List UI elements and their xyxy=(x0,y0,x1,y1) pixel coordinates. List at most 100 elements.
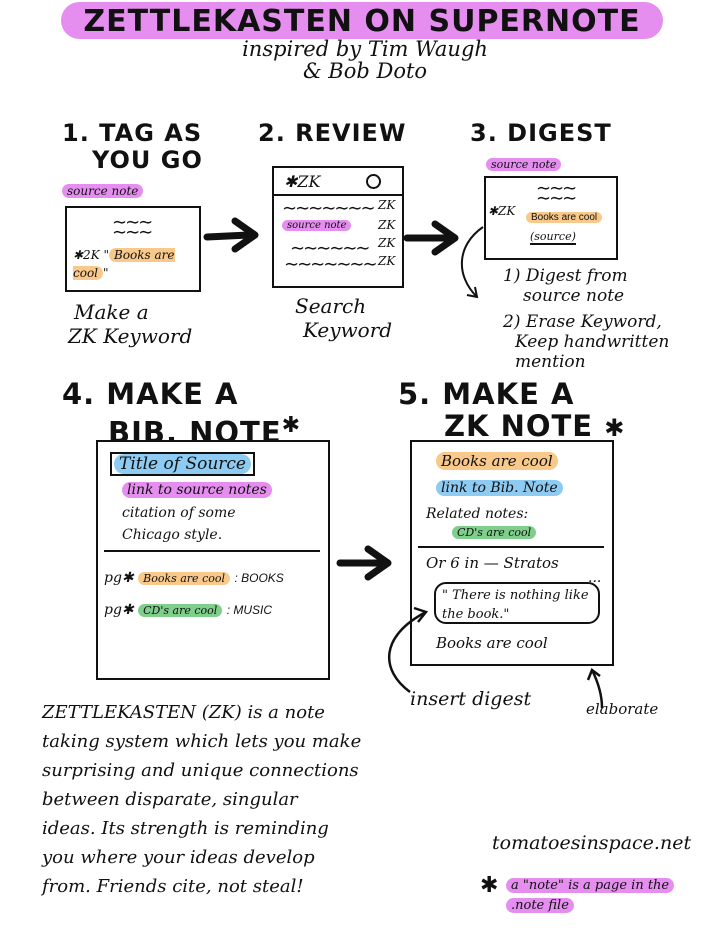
step4-link-field-text: link to source notes xyxy=(122,482,272,498)
step1-source-tag-text: source note xyxy=(62,184,144,198)
step1-heading-line1: 1. TAG AS xyxy=(62,119,203,147)
footnote-asterisk: ✱ xyxy=(480,873,499,898)
step4-heading: 4. MAKE A BIB. NOTE✱ xyxy=(62,378,301,449)
step3-mark: ✱ZK xyxy=(488,204,516,218)
step5-title-field-text: Books are cool xyxy=(436,452,558,470)
step4-row-2: pg✱ CD's are cool : MUSIC xyxy=(104,602,272,618)
step5-heading-line2: ZK NOTE ✱ xyxy=(398,410,625,444)
step4-citation-line1: citation of some xyxy=(122,505,236,521)
step1-caption-line1: Make a xyxy=(74,300,149,324)
step4-divider xyxy=(104,550,320,552)
step4-citation-line2: Chicago style. xyxy=(122,527,223,543)
arrow-right-icon xyxy=(203,217,259,253)
step2-source-tag: source note xyxy=(282,220,352,231)
step4-bib-card: Title of Source link to source notes cit… xyxy=(96,440,330,680)
description-line-1: ZETTLEKASTEN (ZK) is a note xyxy=(42,702,325,723)
step2-result-tag-1: ZK xyxy=(378,198,396,212)
step2-search-card: ✱ZK ∼∼∼∼∼∼∼ ZK source note ZK ∼∼∼∼∼∼ ZK … xyxy=(272,166,404,288)
subtitle-line2: & Bob Doto xyxy=(302,59,428,83)
step2-heading: 2. REVIEW xyxy=(258,119,407,147)
step1-note-card: ∼∼∼∼∼∼ ✱2K "Books are cool" xyxy=(65,206,201,292)
step1-source-tag: source note xyxy=(62,184,144,198)
step2-squiggle-2: ∼∼∼∼∼∼ xyxy=(290,238,370,259)
step5-related-item: CD's are cool xyxy=(452,526,537,539)
step2-search-text: ✱ZK xyxy=(284,172,321,191)
step2-source-tag-text: source note xyxy=(282,220,352,231)
step3-item2-line1: 2) Erase Keyword, xyxy=(503,312,662,332)
step3-note-card: ∼∼∼∼∼∼ Books are cool (source) xyxy=(484,176,618,260)
footnote-line2-wrap: .note file xyxy=(506,896,674,916)
step5-related-label: Related notes: xyxy=(426,506,529,522)
step5-divider xyxy=(418,546,604,548)
description-line-6: you where your ideas develop xyxy=(42,847,315,868)
step4-row1-suffix: : BOOKS xyxy=(234,571,284,585)
step2-squiggle-1: ∼∼∼∼∼∼∼ xyxy=(282,198,376,219)
step5-link-field: link to Bib. Note xyxy=(436,480,563,496)
step5-zk-card: Books are cool link to Bib. Note Related… xyxy=(410,440,614,666)
step2-result-tag-3: ZK xyxy=(378,236,396,250)
step3-item1-line1: 1) Digest from xyxy=(503,266,628,286)
arrow-right-icon xyxy=(336,545,392,581)
step2-search-divider xyxy=(274,194,402,196)
step4-asterisk: ✱ xyxy=(281,413,302,438)
step5-bottom-line: Books are cool xyxy=(436,634,548,652)
step4-row1-highlight: Books are cool xyxy=(138,572,230,585)
step1-caption-line2: ZK Keyword xyxy=(68,324,193,348)
step5-title-field: Books are cool xyxy=(436,452,558,470)
step5-asterisk: ✱ xyxy=(604,414,626,442)
description: ZETTLEKASTEN (ZK) is a note taking syste… xyxy=(42,698,412,901)
step4-heading-line1: 4. MAKE A xyxy=(62,377,239,411)
step3-item2-line2: Keep handwritten xyxy=(515,332,670,352)
subtitle: inspired by Tim Waugh & Bob Doto xyxy=(200,38,530,82)
step3-source-tag: source note xyxy=(486,158,562,171)
step2-result-tag-2: ZK xyxy=(378,218,396,232)
curved-arrow-icon xyxy=(461,226,484,299)
website-credit: tomatoesinspace.net xyxy=(492,832,692,854)
step5-or-line: Or 6 in — Stratos xyxy=(426,554,559,572)
footnote-line1: a "note" is a page in the xyxy=(506,878,675,893)
arrow-right-icon xyxy=(403,220,459,256)
step4-link-field: link to source notes xyxy=(122,482,272,498)
step5-insert-label: insert digest xyxy=(410,688,532,710)
step3-highlight: Books are cool xyxy=(526,212,603,223)
description-line-3: surprising and unique connections xyxy=(42,760,359,781)
step2-squiggle-3: ∼∼∼∼∼∼∼ xyxy=(284,254,378,275)
step4-title-field-text: Title of Source xyxy=(114,454,251,474)
footnote: a "note" is a page in the .note file xyxy=(506,876,675,916)
step1-quote-open: " xyxy=(103,248,110,262)
step3-item1-line2: source note xyxy=(523,286,625,306)
footnote-line2: .note file xyxy=(506,898,574,913)
footnote-line1-wrap: a "note" is a page in the xyxy=(506,876,675,896)
step4-title-field: Title of Source xyxy=(110,452,255,476)
step3-source-tag-text: source note xyxy=(486,158,562,171)
step5-elaborate-label: elaborate xyxy=(586,700,659,718)
insert-arrow-icon xyxy=(388,606,429,694)
step5-heading: 5. MAKE A ZK NOTE ✱ xyxy=(398,378,625,444)
step4-row2-highlight: CD's are cool xyxy=(138,604,223,617)
step1-tagged-quote: ✱2K "Books are cool" xyxy=(73,246,198,282)
step1-mark: ✱2K xyxy=(73,248,100,262)
step4-row1-prefix: pg✱ xyxy=(104,570,134,586)
description-line-2: taking system which lets you make xyxy=(42,731,362,752)
step3-instructions: 1) Digest from source note 2) Erase Keyw… xyxy=(503,266,669,372)
step3-squiggle: ∼∼∼∼∼∼ xyxy=(536,178,577,209)
step2-result-tag-4: ZK xyxy=(378,254,396,268)
step1-quote-close: " xyxy=(103,266,109,280)
description-line-7: from. Friends cite, not steal! xyxy=(42,876,304,897)
step3-highlight-wrap: Books are cool xyxy=(526,212,603,223)
step2-search-icon xyxy=(366,174,381,189)
step4-row2-prefix: pg✱ xyxy=(104,602,134,618)
description-line-5: ideas. Its strength is reminding xyxy=(42,818,329,839)
step4-row-1: pg✱ Books are cool : BOOKS xyxy=(104,570,284,586)
step3-heading: 3. DIGEST xyxy=(470,119,612,147)
step5-heading-line2-text: ZK NOTE xyxy=(444,409,594,443)
step3-item2-line3: mention xyxy=(515,352,586,372)
step2-caption: Search Keyword xyxy=(295,294,392,342)
step4-citation: citation of some Chicago style. xyxy=(122,502,236,546)
step5-link-field-text: link to Bib. Note xyxy=(436,480,563,496)
step5-heading-line1: 5. MAKE A xyxy=(398,377,575,411)
step3-source-ref: (source) xyxy=(530,230,576,245)
description-line-4: between disparate, singular xyxy=(42,789,298,810)
step1-heading: 1. TAG AS YOU GO xyxy=(62,120,203,174)
step1-heading-line2: YOU GO xyxy=(92,146,203,174)
